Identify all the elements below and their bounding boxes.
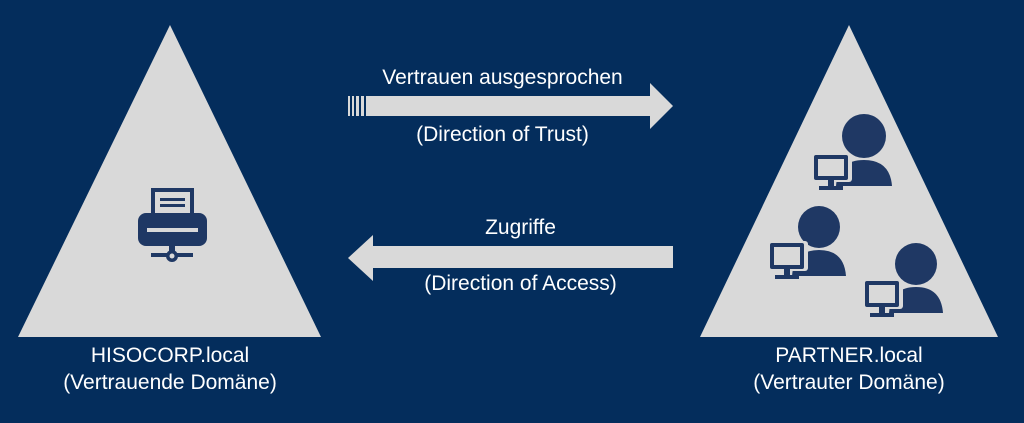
user-workstation-icon [766,206,846,279]
trusting-domain-role: (Vertrauende Domäne) [63,371,277,394]
trusted-domain-name: PARTNER.local [775,344,923,367]
trust-arrow-sublabel: (Direction of Trust) [416,123,589,146]
trusted-domain-role: (Vertrauter Domäne) [753,371,945,394]
trust-arrow-label: Vertrauen ausgesprochen [382,66,623,89]
trust-arrow [348,83,673,129]
user-workstation-icon [810,114,892,190]
access-arrow-sublabel: (Direction of Access) [424,272,617,295]
access-arrow-label: Zugriffe [485,216,556,239]
trusting-domain-name: HISOCORP.local [90,344,250,367]
access-arrow [348,235,673,281]
user-workstation-icon [861,243,943,317]
trusted-domain-caption: PARTNER.local (Vertrauter Domäne) [700,342,998,396]
network-printer-icon [138,188,207,262]
trusting-domain-caption: HISOCORP.local (Vertrauende Domäne) [20,342,320,396]
trusting-domain-triangle [18,25,321,337]
